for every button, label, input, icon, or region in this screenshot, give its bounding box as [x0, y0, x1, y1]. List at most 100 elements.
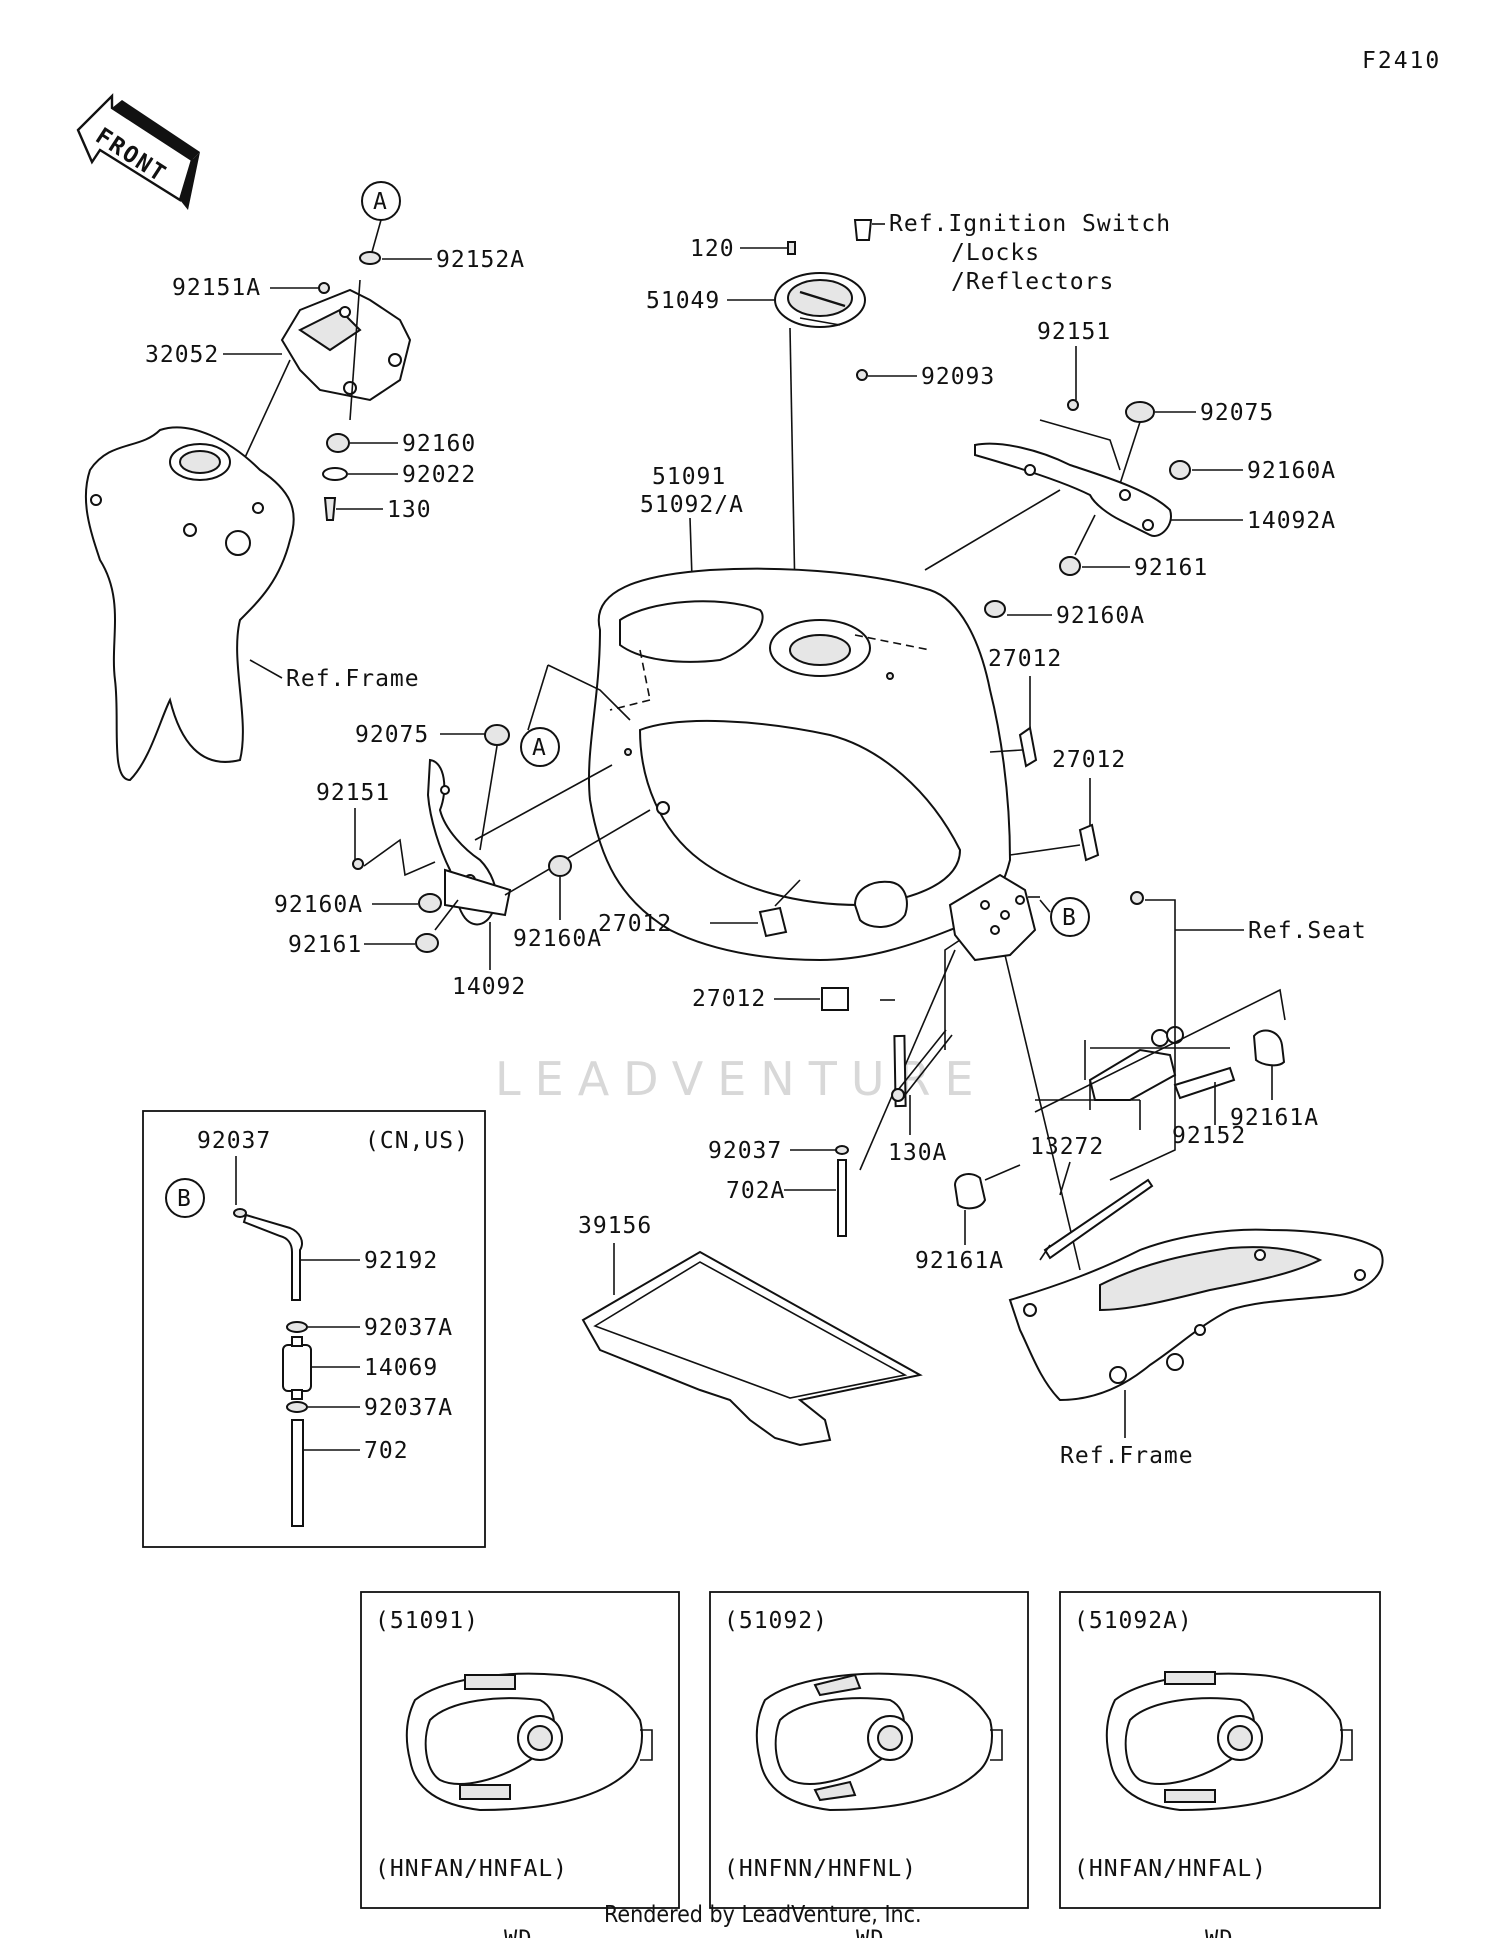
variant-2-code: (51092)	[724, 1608, 828, 1634]
ref-ignition-line3: /Reflectors	[951, 269, 1114, 295]
part-92151A: 92151A	[172, 275, 261, 301]
callout-a-tank-label: A	[532, 735, 547, 761]
part-92160A-l2: 92160A	[513, 926, 602, 952]
variant-2-note: WD	[856, 1927, 885, 1938]
callout-a-tank: A	[520, 664, 631, 767]
filter-14069	[282, 1344, 312, 1392]
part-130: 130	[387, 497, 432, 523]
inset-part-14069: 14069	[364, 1355, 438, 1381]
part-92037: 92037	[708, 1138, 782, 1164]
part-92160A-l1: 92160A	[274, 892, 363, 918]
grommet-92161-right	[1059, 556, 1081, 576]
clip-92037A-1	[286, 1321, 308, 1333]
part-27012-a: 27012	[988, 646, 1062, 672]
part-51049: 51049	[646, 288, 720, 314]
collar-92152	[1173, 1066, 1236, 1100]
part-39156: 39156	[578, 1213, 652, 1239]
damper-27012-b	[1078, 823, 1100, 862]
part-92022: 92022	[402, 462, 476, 488]
bracket-32052	[280, 288, 412, 402]
part-92152A: 92152A	[436, 247, 525, 273]
ref-seat: Ref.Seat	[1088, 891, 1366, 1181]
part-27012-c: 27012	[598, 911, 672, 937]
ref-ignition-line2: /Locks	[951, 240, 1040, 266]
part-92160A-r2: 92160A	[1056, 603, 1145, 629]
variant-3-models: (HNFAN/HNFAL)	[1074, 1856, 1267, 1882]
rear-frame-area: 92161A 92152 13272 92161A Ref.Frame	[915, 988, 1384, 1469]
screw-120	[787, 241, 796, 255]
damper-27012-c	[758, 906, 788, 938]
tank-hinge-bracket: B	[859, 873, 1090, 1271]
grommet-92160A-l2	[548, 855, 572, 877]
drain-hose-702A: 92037 702A	[708, 1138, 849, 1237]
inset-region: (CN,US)	[365, 1128, 469, 1154]
ref-ignition-line1: Ref.Ignition Switch	[889, 211, 1171, 237]
callout-b-inset-label: B	[177, 1186, 192, 1212]
variant-1-models: (HNFAN/HNFAL)	[375, 1856, 568, 1882]
ref-frame-bottom: Ref.Frame	[1060, 1443, 1194, 1469]
part-14092: 14092	[452, 974, 526, 1000]
bolt-130A: 130A	[888, 1029, 953, 1166]
grommet-92160	[326, 433, 350, 453]
part-92161-right: 92161	[1134, 555, 1208, 581]
bolt-92151-left	[352, 858, 364, 870]
variant-3-note: WD	[1205, 1927, 1234, 1938]
damper-27012-d	[821, 987, 849, 1011]
part-92160-top: 92160	[402, 431, 476, 457]
gasket-92093	[856, 369, 868, 381]
part-130A: 130A	[888, 1140, 947, 1166]
bolt-92151-right	[1067, 399, 1079, 411]
plate-13272	[1043, 1178, 1154, 1260]
hose-702	[291, 1419, 304, 1527]
footer-text: Rendered by LeadVenture, Inc.	[604, 1902, 922, 1928]
variant-box-2: (51092) (HNFNN/HNFNL) WD	[709, 1591, 1029, 1938]
bolt-ref-ignition	[853, 219, 873, 241]
callout-b-inset	[165, 1178, 205, 1218]
part-14092A: 14092A	[1247, 508, 1336, 534]
filler-cap-assembly: 120 Ref.Ignition Switch /Locks /Reflecto…	[646, 211, 1171, 651]
hose-92192	[242, 1213, 303, 1301]
cushion-92161A-r	[1252, 1029, 1286, 1067]
fuel-tank-51091: 51091 51092/A	[587, 464, 1012, 962]
damper-group-27012: 27012 27012 27012 27012	[598, 646, 1126, 1012]
part-92075-right: 92075	[1200, 400, 1274, 426]
variant-2-models: (HNFNN/HNFNL)	[724, 1856, 917, 1882]
grommet-92160A-r1	[1169, 460, 1191, 480]
washer-92022	[322, 467, 348, 481]
inset-part-92037: 92037	[197, 1128, 271, 1154]
part-27012-d: 27012	[692, 986, 766, 1012]
inset-part-92037A-1: 92037A	[364, 1315, 453, 1341]
part-92160A-r1: 92160A	[1247, 458, 1336, 484]
part-27012-b: 27012	[1052, 747, 1126, 773]
part-92075-left: 92075	[355, 722, 429, 748]
part-702A: 702A	[726, 1178, 785, 1204]
inset-part-702: 702	[364, 1438, 409, 1464]
part-32052: 32052	[145, 342, 219, 368]
cap-92075-right	[1125, 401, 1155, 423]
variant-box-3: (51092A) (HNFAN/HNFAL) WD	[1059, 1591, 1381, 1938]
callout-b-hinge	[1050, 897, 1090, 937]
part-51092A: 51092/A	[640, 492, 744, 518]
variant-1-code: (51091)	[375, 1608, 479, 1634]
ref-frame-front-piece	[84, 426, 295, 782]
rear-bracket-14092A: 92151 92075 92160A 14092A 92161	[924, 319, 1336, 581]
bolt-92151A	[318, 282, 330, 294]
diagram-code: F2410	[1362, 48, 1441, 74]
callout-a-top-label: A	[373, 189, 388, 215]
clip-92037A-2	[286, 1401, 308, 1413]
front-bracket-assembly: A 92152A 92151A 32052 92160 92022 130	[84, 181, 525, 782]
grommet-92160A-l1	[418, 893, 442, 913]
variant-1-note: WD	[504, 1927, 533, 1938]
front-arrow-icon: FRONT	[76, 93, 200, 210]
watermark-text: LEADVENTURE	[495, 1052, 988, 1106]
part-92161A-l: 92161A	[915, 1248, 1004, 1274]
part-92152: 92152	[1172, 1123, 1246, 1149]
cap-92075-left	[484, 724, 510, 746]
part-13272: 13272	[1030, 1134, 1104, 1160]
variant-3-code: (51092A)	[1074, 1608, 1193, 1634]
cushion-92161A-l	[953, 1173, 987, 1210]
part-92093: 92093	[921, 364, 995, 390]
part-92161A-r: 92161A	[1230, 1105, 1319, 1131]
bracket-14092A	[974, 442, 1172, 537]
